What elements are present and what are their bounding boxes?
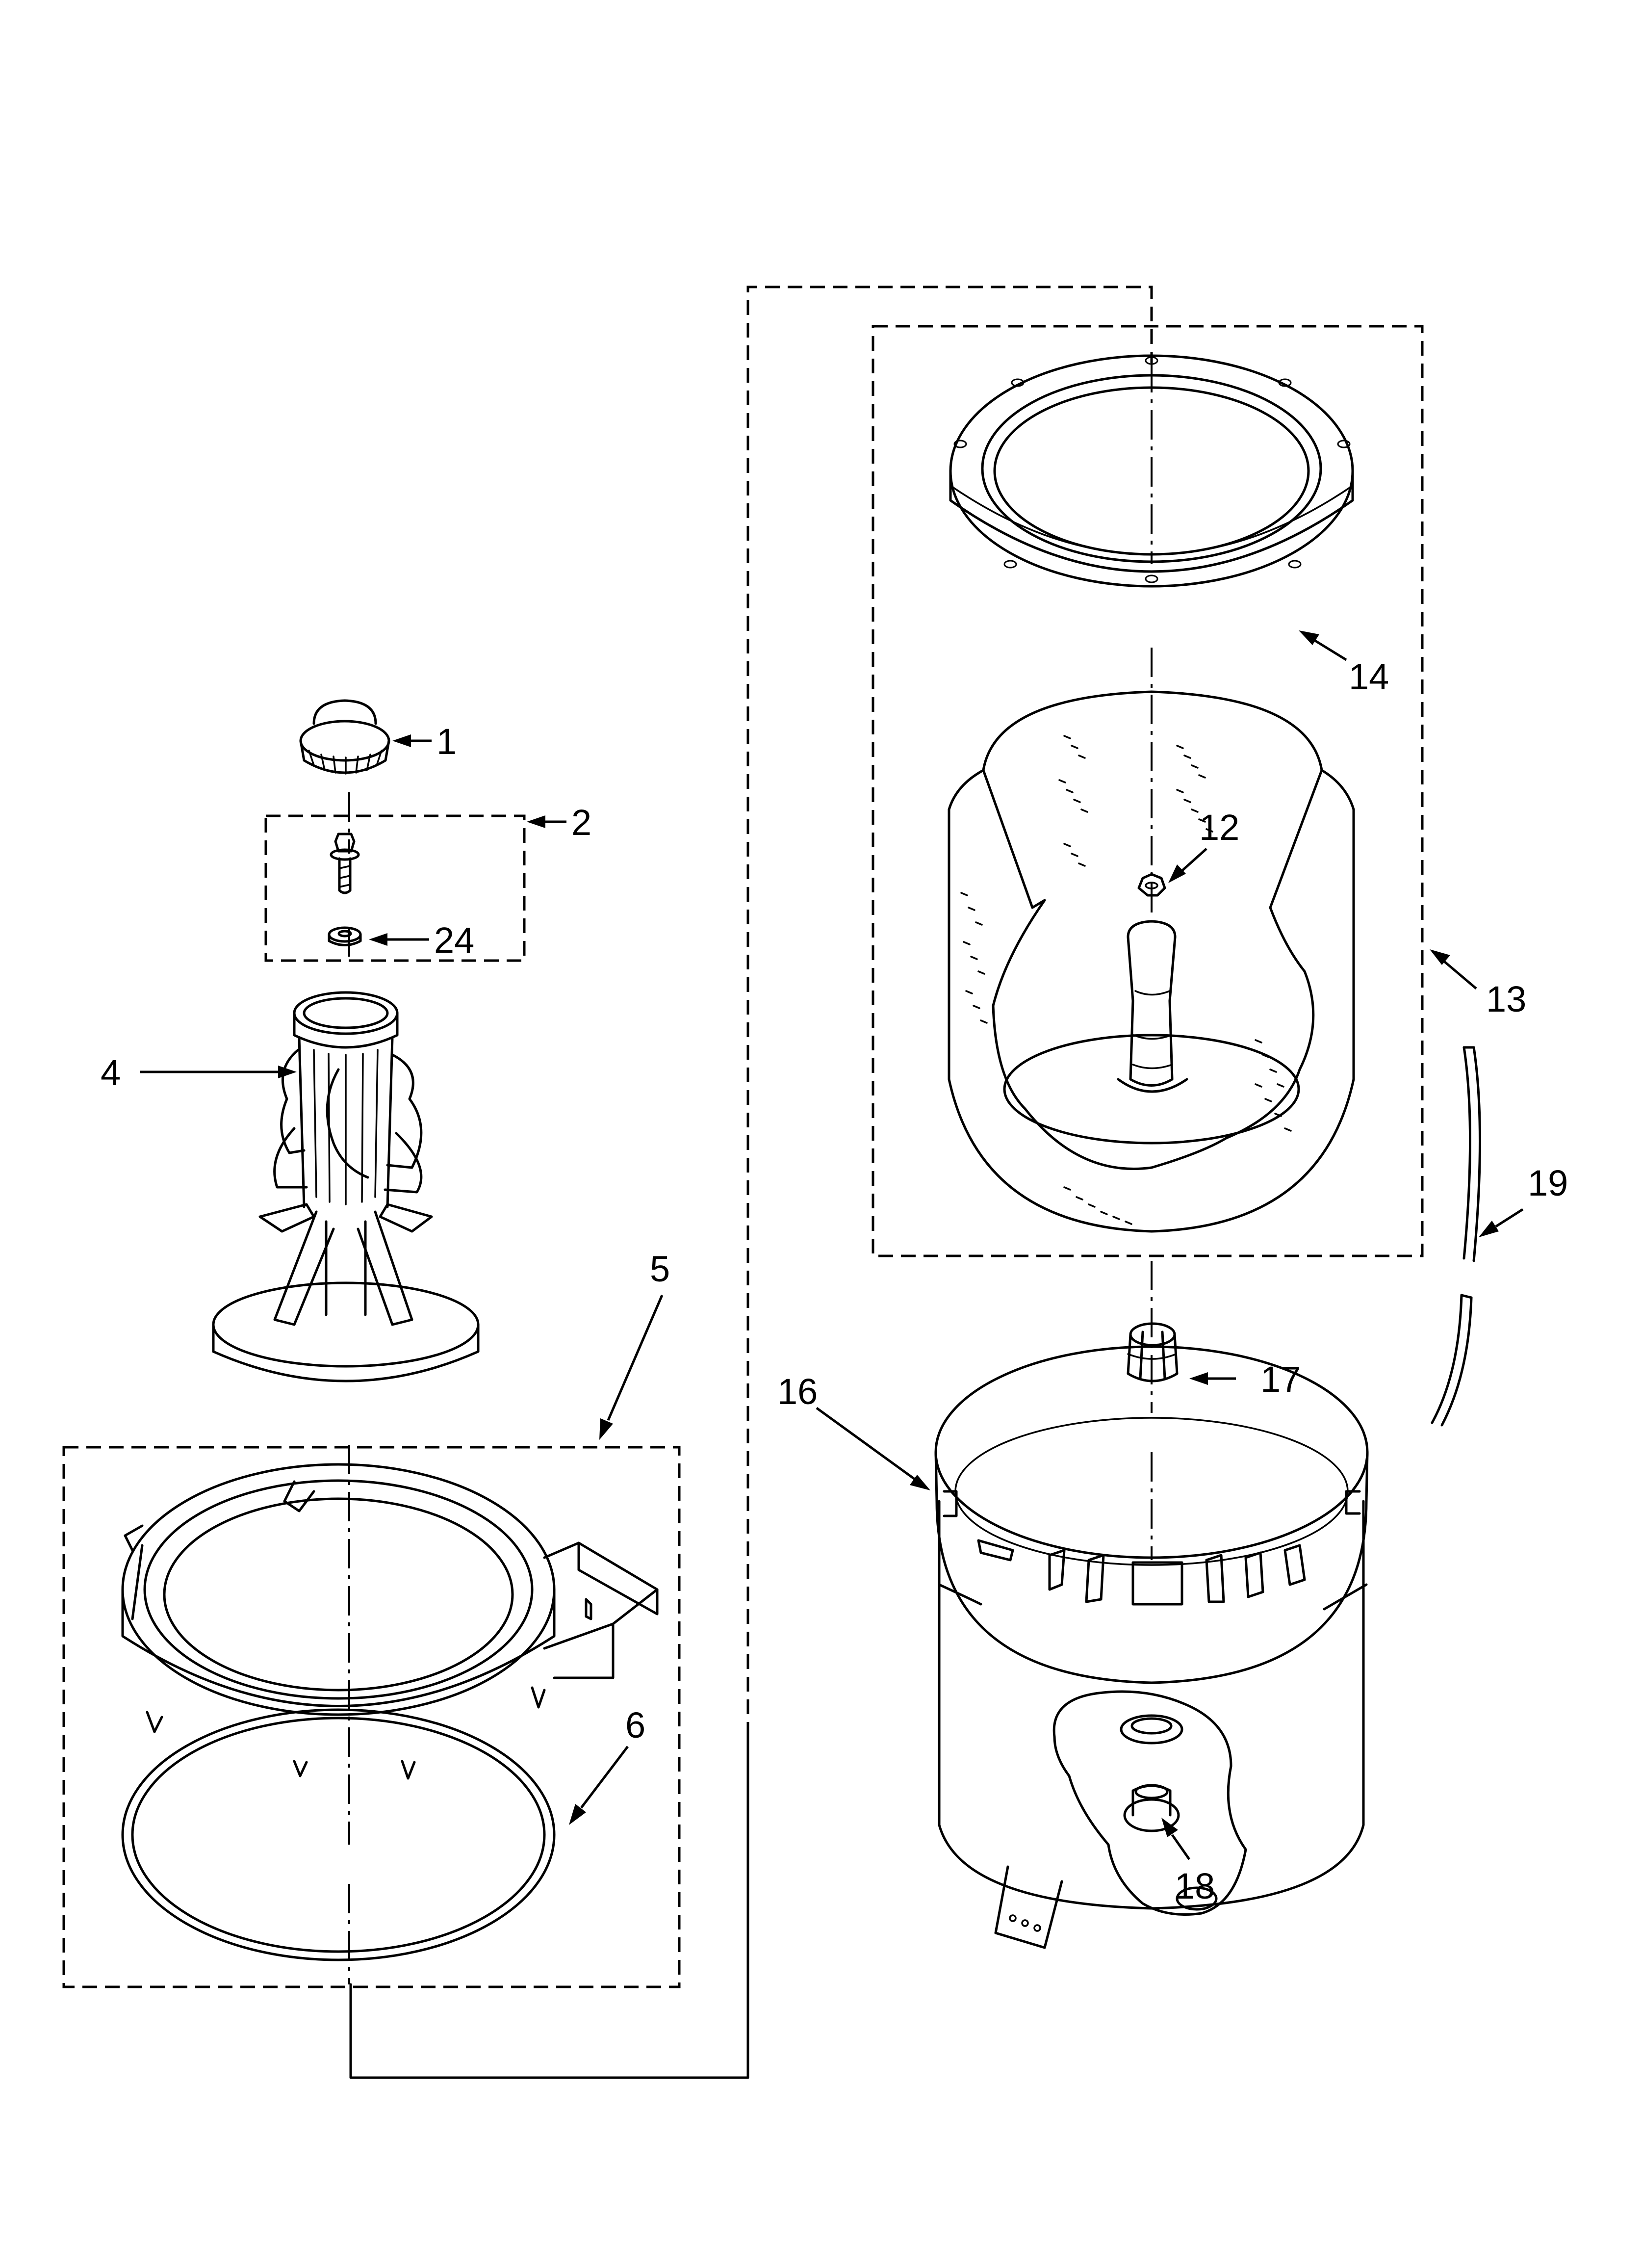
drive-block-part [1127,1322,1179,1382]
tub-ring-part [121,1463,659,1780]
hose-part [1431,1046,1481,1427]
callout-5: 5 [650,1249,670,1289]
callout-leaders [140,630,1524,1860]
outer-tub-part [934,1345,1369,1949]
callout-1: 1 [436,721,457,762]
callout-17: 17 [1260,1359,1301,1400]
callout-19: 19 [1528,1163,1568,1203]
balance-ring-part [949,354,1354,588]
callout-6: 6 [625,1705,645,1746]
agitator-bolt-part [330,833,360,894]
callout-18: 18 [1175,1866,1215,1906]
tub-seal-ring-part [121,1708,556,1961]
callout-2: 2 [571,802,591,843]
callout-16: 16 [777,1371,818,1412]
callout-14: 14 [1349,656,1389,697]
agitator-cap-part [299,699,390,775]
group-box-13 [872,325,1424,1257]
group-box-5 [62,1446,681,1988]
callout-4: 4 [101,1052,121,1093]
washer-part [328,926,362,946]
callout-24: 24 [434,920,474,961]
callout-12: 12 [1199,807,1239,848]
agitator-part [212,991,480,1382]
callout-13: 13 [1486,979,1526,1019]
wash-basket-part [948,690,1355,1233]
group-box-2 [264,814,526,962]
assembly-connector-lines [348,286,1153,2079]
